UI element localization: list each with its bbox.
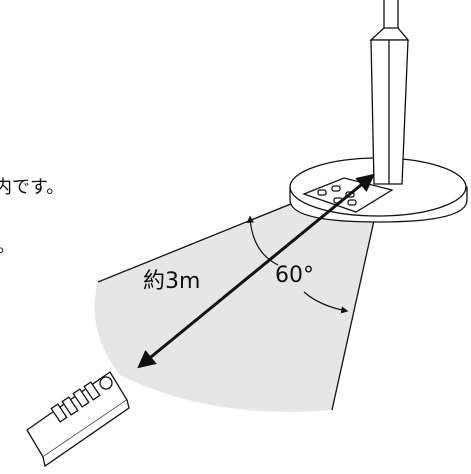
angle-arc-right: [303, 291, 349, 314]
remote-control-icon: [26, 371, 130, 468]
cut-text-line-1: 内です。: [0, 177, 65, 198]
standing-fan-base-icon: [289, 0, 468, 223]
range-arrow: [137, 173, 375, 369]
angle-label: 60°: [275, 263, 314, 288]
coverage-area: [94, 195, 380, 412]
range-label: 約3m: [143, 269, 201, 294]
angle-arc-left: [246, 215, 279, 266]
cut-text-line-2: 。: [0, 232, 15, 258]
